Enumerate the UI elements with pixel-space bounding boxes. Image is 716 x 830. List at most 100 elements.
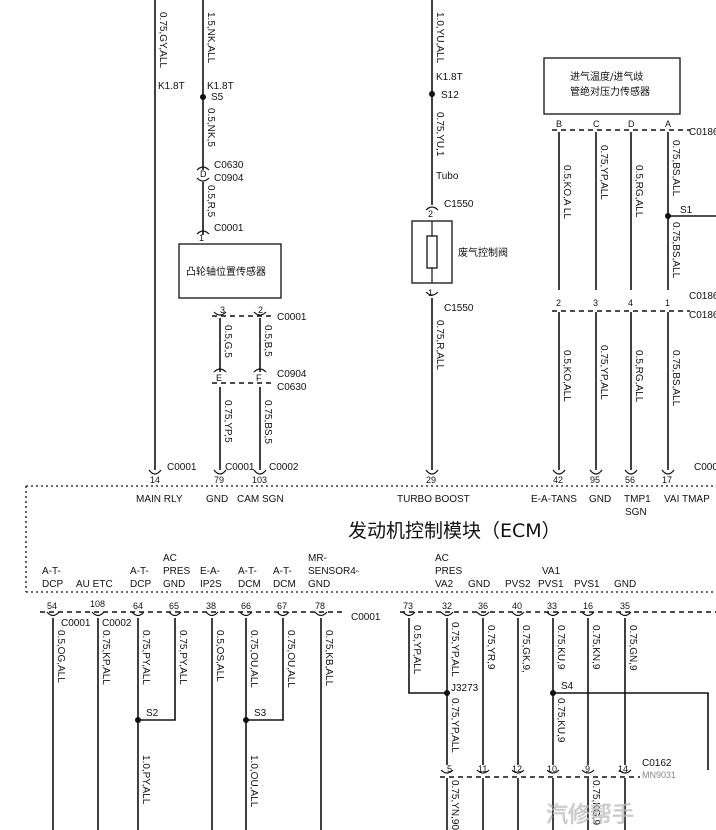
pin-label: 35 [620, 601, 630, 611]
connector-label: C0630 [214, 160, 244, 171]
ecm-pin-function: VAI TMAP [664, 494, 710, 505]
wire-label: 0.75,BS,ALL [670, 140, 681, 197]
wire-label: 0.5,KO,A LL [561, 165, 572, 219]
wire-label: 0.75,BS,ALL [670, 222, 681, 279]
ecm-pin-function: MAIN RLY [136, 494, 183, 505]
wire-label: 0.75,R,ALL [434, 320, 445, 370]
wire-label: 0.5,G,5 [222, 325, 233, 358]
splice-label: J3273 [451, 683, 479, 694]
wire-label: 0.75,GN,9 [627, 625, 638, 671]
splice-label: S3 [254, 708, 267, 719]
svg-text:A-T-: A-T- [238, 566, 257, 577]
svg-text:PVS1: PVS1 [538, 579, 564, 590]
svg-text:PVS2: PVS2 [505, 579, 531, 590]
cam-sensor-name: 凸轮轴位置传感器 [186, 265, 266, 278]
svg-text:DCP: DCP [130, 579, 151, 590]
pin-label: 2 [556, 298, 561, 308]
connector-part-number: MN9031 [642, 770, 676, 780]
pin-label: F [256, 373, 262, 383]
variant-label: K1.8T [207, 81, 234, 92]
connector-label: C0001 [167, 462, 197, 473]
bottom-pin-arcs [46, 611, 632, 617]
splice-s3 [243, 717, 249, 723]
connector-label: C0162 [642, 758, 672, 769]
pin-label: D [628, 119, 635, 129]
pin-label: 1 [199, 233, 204, 243]
wire-label: 1.0,OU,ALL [248, 755, 259, 808]
wire-label: 0.75,KB,ALL [323, 630, 334, 687]
ecm-pin-function: GND [589, 494, 611, 505]
connector-label: C0001 [225, 462, 255, 473]
wire-label: 0.75,YP,ALL [598, 145, 609, 200]
svg-text:GND: GND [468, 579, 490, 590]
wire-label: 0.75,GY,ALL [157, 12, 168, 68]
pin-label: 79 [214, 475, 224, 485]
splice-s5 [200, 94, 206, 100]
ecm-pin-function: TURBO BOOST [397, 494, 470, 505]
wire-label: 0.75,OU,ALL [285, 630, 296, 688]
ecm-pin-function: CAM SGN [237, 494, 284, 505]
wire-bottom [138, 618, 176, 721]
ecm-pin-function: SGN [625, 507, 647, 518]
pin-label: 9 [585, 764, 590, 774]
svg-text:MR-: MR- [308, 553, 327, 564]
wire-label: 0.5,OG,ALL [55, 630, 66, 683]
pin-label: 95 [590, 475, 600, 485]
svg-text:A-T-: A-T- [130, 566, 149, 577]
svg-text:GND: GND [163, 579, 185, 590]
connector-arc [196, 230, 210, 235]
svg-text:A-T-: A-T- [273, 566, 292, 577]
wire-label: 0.5,OS,ALL [214, 630, 225, 682]
svg-text:PRES: PRES [163, 566, 191, 577]
connector-label: C0186 [689, 127, 716, 138]
pin-label: 73 [403, 601, 413, 611]
wire-label: 0.75,PY,ALL [177, 630, 188, 685]
pin-label: A [665, 119, 671, 129]
pin-label: 32 [442, 601, 452, 611]
wire-label: 0.75,KU,9 [555, 625, 566, 670]
wire-label: 0.75,YP,ALL [449, 698, 460, 753]
pin-label: 12 [512, 764, 522, 774]
svg-text:GND: GND [308, 579, 330, 590]
svg-text:DCP: DCP [42, 579, 63, 590]
pin-label: 5 [447, 764, 452, 774]
svg-text:E-A-: E-A- [200, 566, 220, 577]
pin-label: 2 [258, 305, 263, 315]
splice-label: S5 [211, 92, 224, 103]
wire-label: 0.5,RG,ALL [633, 350, 644, 403]
connector-label: C1550 [444, 199, 474, 210]
connector-label: C1550 [444, 303, 474, 314]
splice-s12 [429, 91, 435, 97]
svg-text:A-T-: A-T- [42, 566, 61, 577]
pin-label: D [200, 169, 207, 179]
pin-label: 17 [662, 475, 672, 485]
connector-arc [196, 177, 210, 182]
valve-coil-icon [426, 235, 438, 269]
pin-label: 10 [547, 764, 557, 774]
wire-label: 0.75,PY,ALL [140, 630, 151, 685]
pin-label: 14 [618, 764, 628, 774]
connector-arc [213, 368, 227, 373]
cam-sensor-box [178, 243, 282, 299]
pin-label: 54 [47, 601, 57, 611]
svg-text:SENSOR4-: SENSOR4- [308, 566, 359, 577]
variant-label: Tubo [436, 171, 459, 182]
wire-label: 0.75,KP,ALL [100, 630, 111, 685]
pin-label: 2 [428, 209, 433, 219]
variant-label: K1.8T [158, 81, 185, 92]
ecm-pin-function: TMP1 [624, 494, 651, 505]
wire-label: 0.75,YR,9 [485, 625, 496, 670]
pin-label: 4 [628, 298, 633, 308]
map-sensor-name-2: 管绝对压力传感器 [570, 85, 650, 98]
ecm-pin-function: GND [206, 494, 228, 505]
connector-label: C0904 [214, 173, 244, 184]
wire-label: 0.75,KG,9 [590, 780, 601, 825]
pin-label: 67 [277, 601, 287, 611]
pin-label: 108 [90, 599, 105, 609]
watermark: 汽修帮手 [546, 802, 634, 828]
svg-text:PVS1: PVS1 [574, 579, 600, 590]
pin-label: 3 [593, 298, 598, 308]
ecm-boundary [25, 485, 716, 593]
ecm-pin-function: E-A-TANS [531, 494, 577, 505]
ecm-title: 发动机控制模块（ECM） [348, 520, 561, 542]
